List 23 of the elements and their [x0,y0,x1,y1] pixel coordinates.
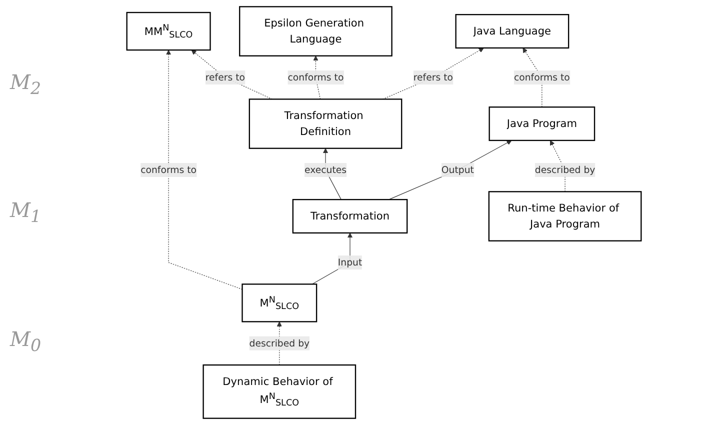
level-label: M$_{1}$ [8,198,42,226]
node-box: Transformation [292,198,408,234]
edge-label: conforms to [514,72,570,83]
arrow [191,50,272,100]
edge-label: Input [338,256,362,268]
edge-label: refers to [413,72,453,83]
edge-label: refers to [205,72,245,83]
arrow [166,50,243,290]
edge-label: Output [441,164,474,176]
edge-label: conforms to [140,164,197,176]
arrow [382,48,484,100]
arrow [388,140,512,200]
level-label: M$_{0}$ [8,326,42,355]
node-box: Transformation Definition [248,98,402,149]
level-label: M$_{2}$ [8,70,42,98]
node-box: Java Language [455,14,570,49]
node-box: Java Program [488,106,596,142]
edge-label: described by [249,337,310,349]
node-box: Epsilon Generation Language [239,6,392,56]
edge-label: executes [304,164,347,176]
node-box: Run-time Behavior of Java Program [488,191,642,242]
edge-label: conforms to [288,72,344,83]
edge-label: described by [534,164,596,176]
